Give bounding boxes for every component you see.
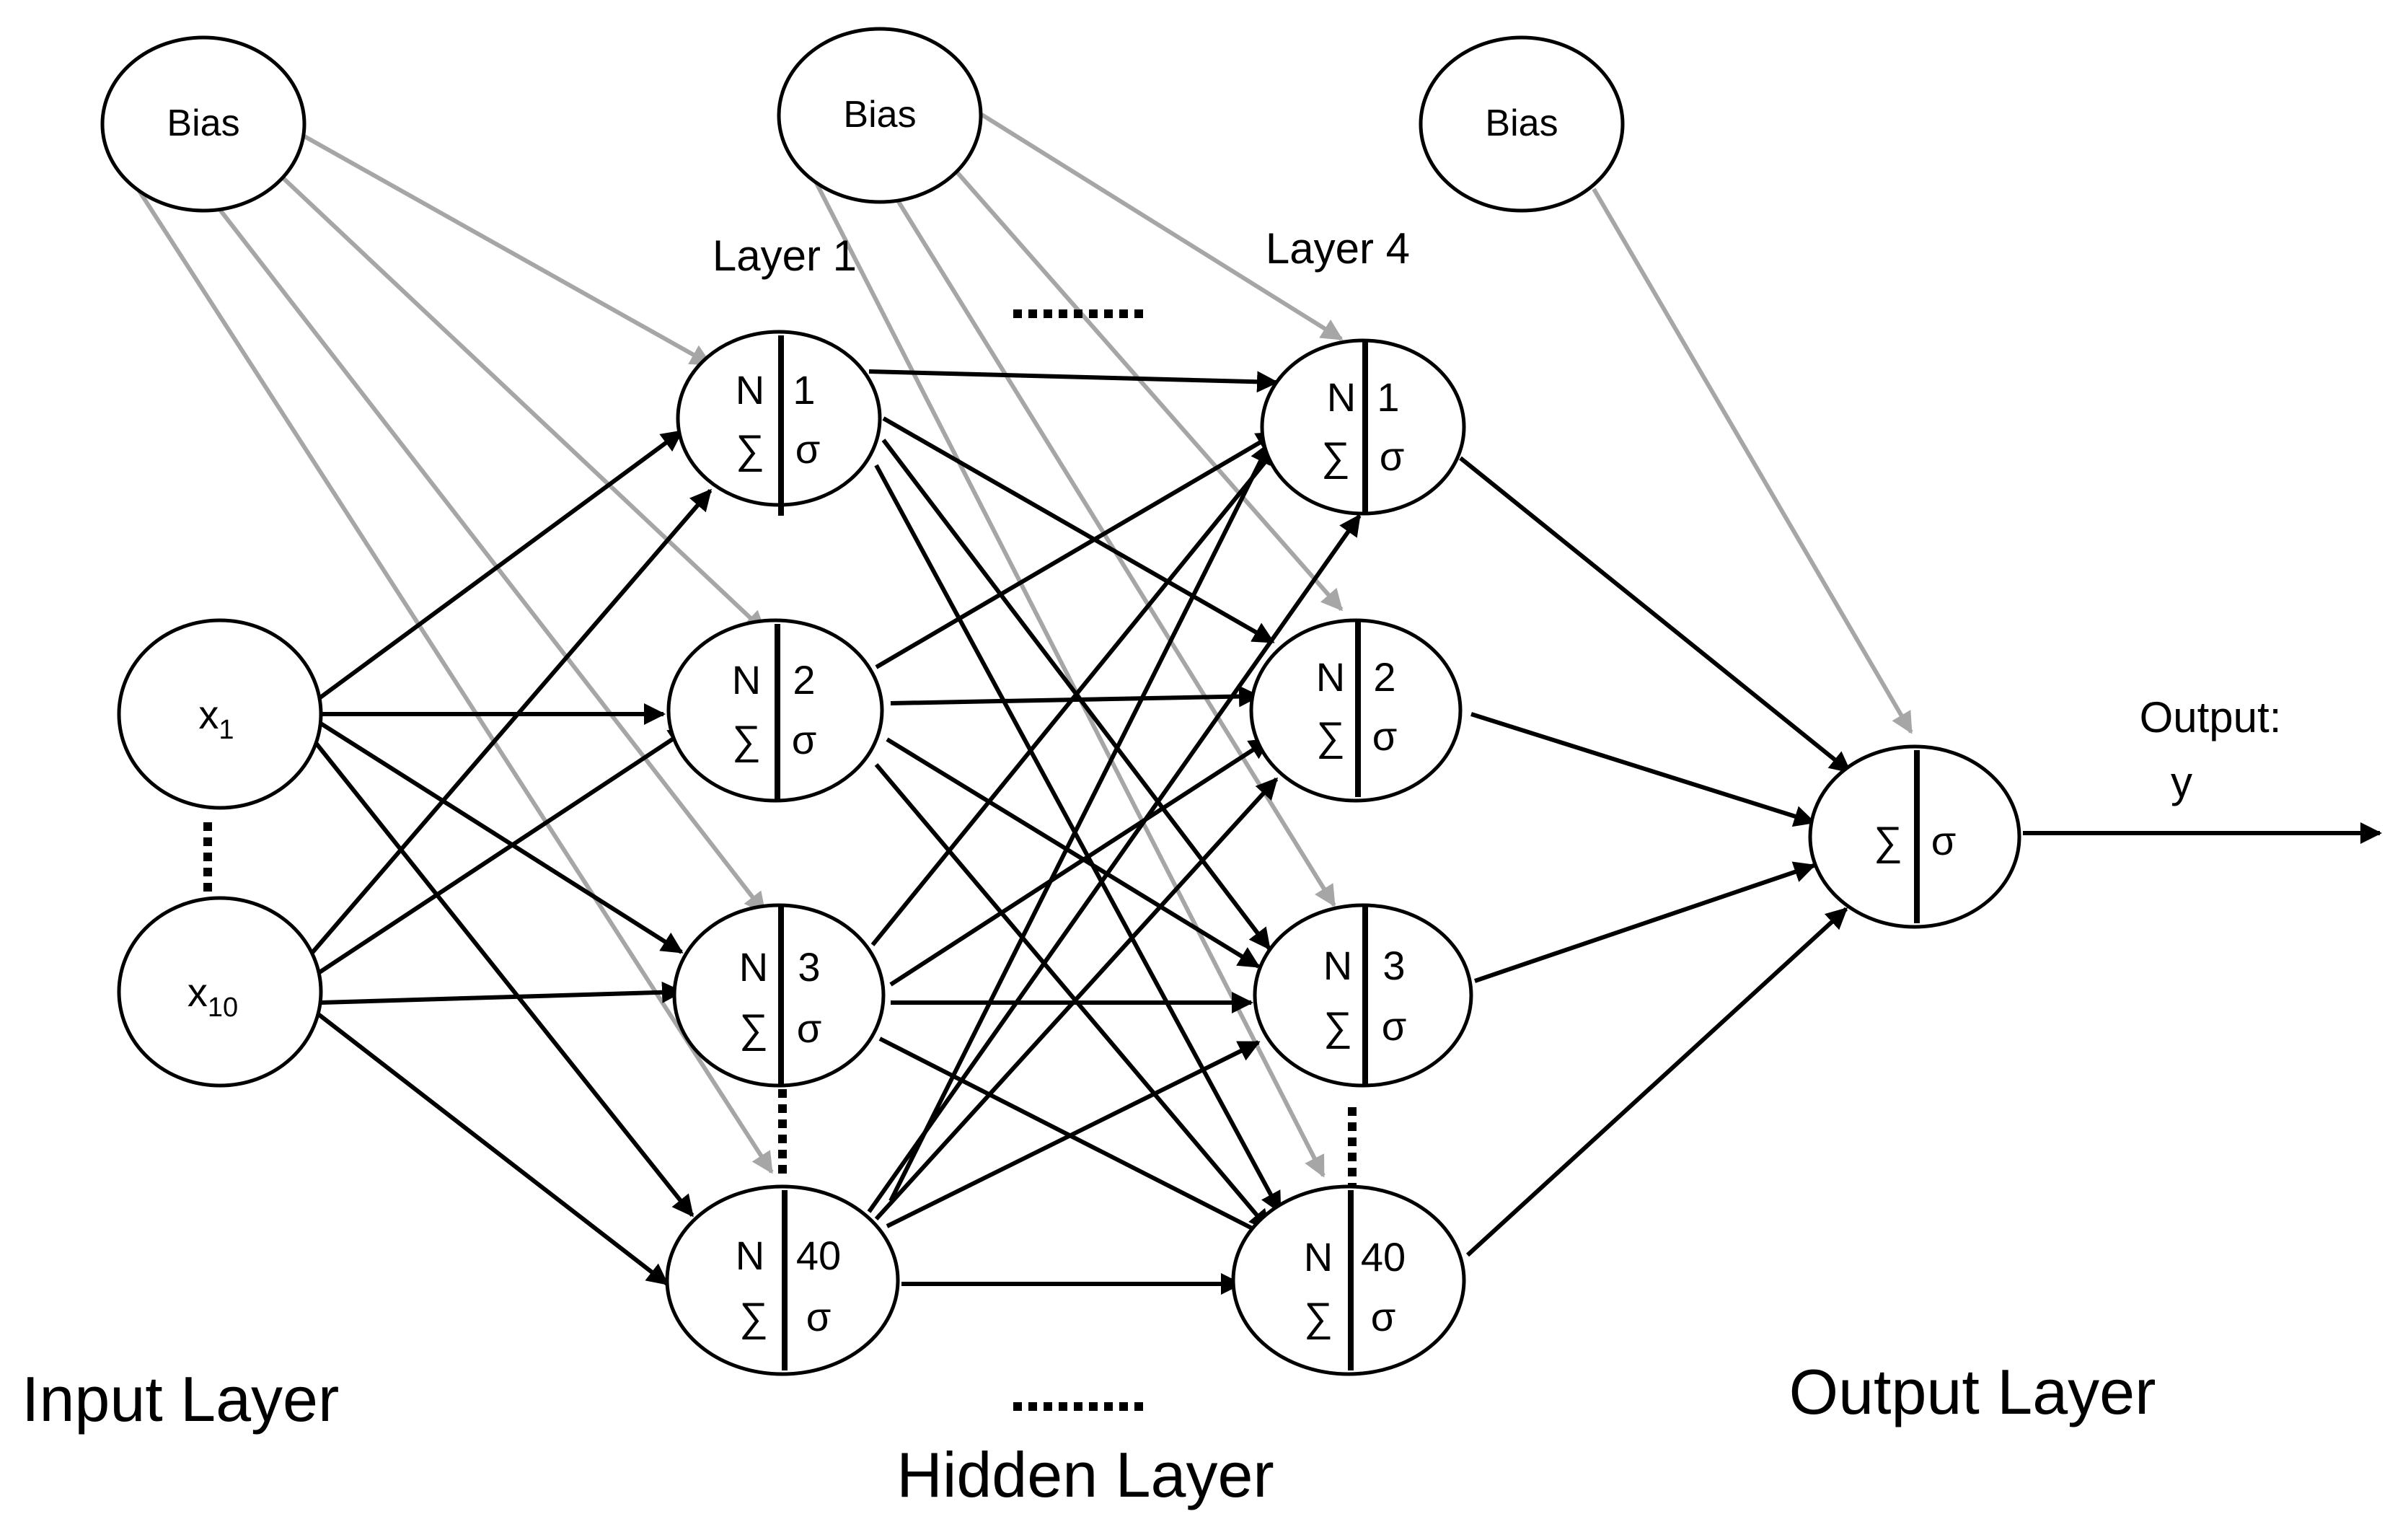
svg-text:σ: σ	[1372, 713, 1398, 759]
weight-edge	[308, 734, 694, 1218]
bias-label: Bias	[167, 102, 239, 144]
svg-text:∑: ∑	[739, 1005, 768, 1051]
weight-edge	[1474, 861, 1816, 983]
svg-text:∑: ∑	[732, 717, 761, 762]
ellipsis-markers	[203, 309, 1357, 1411]
weight-edge	[874, 763, 1271, 1232]
weight-edge	[304, 488, 713, 961]
svg-text:1: 1	[793, 367, 815, 413]
bias-edge	[946, 161, 1344, 612]
bias-node: Bias	[777, 27, 983, 204]
weight-edge	[316, 726, 691, 976]
bias-edge	[976, 110, 1344, 341]
weight-edge	[882, 416, 1275, 644]
svg-text:N: N	[1327, 374, 1356, 420]
svg-text:N: N	[732, 657, 761, 703]
weight-edge	[1459, 456, 1852, 774]
svg-text:N: N	[736, 367, 764, 413]
svg-text:∑: ∑	[1316, 713, 1345, 759]
input-node-x10: x10	[117, 896, 323, 1088]
weight-edge	[874, 777, 1279, 1221]
layer4-neuron-40: N 40 ∑ σ	[1231, 1184, 1466, 1376]
layer1-neuron-40: N 40 ∑ σ	[665, 1184, 900, 1376]
weight-edge	[316, 429, 684, 702]
svg-text:σ: σ	[1371, 1294, 1396, 1339]
weight-edge	[886, 737, 1261, 969]
svg-text:∑: ∑	[736, 426, 764, 472]
svg-text:σ: σ	[797, 1005, 822, 1051]
layer4-neuron-2: N 2 ∑ σ	[1249, 618, 1463, 803]
input-node-x1: x1	[117, 618, 323, 810]
weight-edge	[867, 514, 1362, 1213]
svg-text:N: N	[739, 944, 768, 990]
svg-text:2: 2	[1373, 654, 1395, 700]
weight-edge	[316, 1011, 669, 1286]
hidden-layer-label: Hidden Layer	[896, 1439, 1274, 1510]
svg-text:N: N	[736, 1233, 764, 1278]
bias-edge	[272, 167, 767, 633]
layer1-neuron-3: N 3 ∑ σ	[672, 903, 886, 1088]
svg-text:∑: ∑	[1874, 818, 1902, 863]
layer1-to-layer4-edges	[867, 369, 1362, 1295]
bias-label: Bias	[1485, 102, 1558, 144]
weight-edge	[1465, 907, 1848, 1257]
weight-edge	[878, 1037, 1271, 1239]
svg-text:σ: σ	[795, 426, 821, 472]
svg-text:σ: σ	[1931, 818, 1957, 863]
svg-text:N: N	[1304, 1234, 1333, 1280]
svg-text:∑: ∑	[1321, 433, 1350, 479]
output-label-line2: y	[2171, 758, 2192, 806]
bias-node: Bias	[100, 35, 306, 213]
svg-text:∑: ∑	[1304, 1294, 1333, 1339]
output-label-line1: Output:	[2140, 693, 2282, 741]
layer1-label: Layer 1	[713, 232, 857, 280]
layer1-neuron-2: N 2 ∑ σ	[666, 618, 884, 803]
weight-edge	[875, 431, 1279, 669]
svg-text:3: 3	[798, 944, 820, 990]
svg-text:N: N	[1316, 654, 1345, 700]
weight-edge	[889, 737, 1271, 987]
svg-text:40: 40	[1361, 1234, 1406, 1280]
svg-text:40: 40	[796, 1233, 841, 1278]
svg-text:∑: ∑	[739, 1294, 768, 1339]
layer4-label: Layer 4	[1266, 224, 1410, 273]
layer4-neuron-3: N 3 ∑ σ	[1253, 903, 1473, 1088]
bias-label: Bias	[843, 94, 916, 136]
bias-node: Bias	[1419, 35, 1625, 213]
weight-edge	[316, 719, 684, 954]
layer1-neuron-1: N 1 ∑ σ	[676, 330, 882, 516]
svg-text:3: 3	[1382, 943, 1405, 988]
bias-edges	[135, 110, 1913, 1178]
weight-edge	[320, 981, 684, 1005]
svg-text:2: 2	[793, 657, 815, 703]
weight-edge	[870, 441, 1282, 946]
svg-text:∑: ∑	[1323, 1003, 1352, 1049]
svg-text:σ: σ	[806, 1294, 832, 1339]
svg-text:σ: σ	[1380, 433, 1405, 479]
svg-text:1: 1	[1377, 374, 1399, 420]
input-layer-label: Input Layer	[22, 1363, 339, 1435]
weight-edge	[874, 464, 1282, 1214]
bias-edge	[298, 131, 713, 366]
bias-edge	[135, 186, 774, 1174]
weight-edge	[886, 1040, 1261, 1228]
input-label: x10	[188, 969, 238, 1023]
weight-edge	[1470, 712, 1816, 827]
layer4-neuron-1: N 1 ∑ σ	[1260, 338, 1466, 516]
output-layer-label: Output Layer	[1789, 1356, 2156, 1427]
bias-edge	[888, 188, 1336, 907]
svg-text:σ: σ	[792, 717, 817, 762]
input-label: x1	[198, 692, 234, 745]
output-neuron: ∑ σ	[1808, 744, 2021, 929]
input-to-layer1-edges	[304, 429, 713, 1286]
weight-edge	[888, 441, 1271, 1202]
svg-text:N: N	[1323, 943, 1352, 988]
svg-text:σ: σ	[1382, 1003, 1407, 1049]
bias-edge	[1592, 188, 1913, 734]
weight-edge	[868, 369, 1279, 393]
layer4-to-output-edges	[1459, 456, 2382, 1257]
bias-edge	[203, 190, 767, 915]
